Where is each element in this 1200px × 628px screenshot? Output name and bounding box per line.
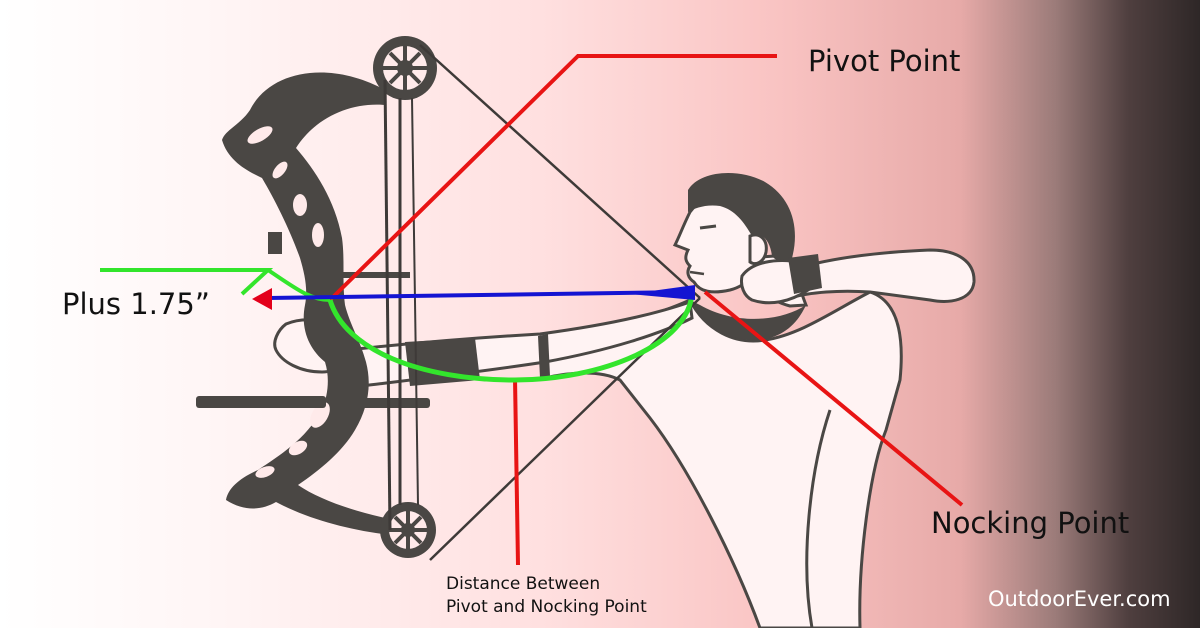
archer-shirt-fold — [805, 409, 832, 628]
distance-label-line1: Distance Between — [446, 574, 601, 594]
bow-stabilizer — [196, 396, 326, 408]
bow-string-upper — [419, 44, 701, 299]
riser-cutout-6 — [288, 440, 308, 456]
distance-leader — [513, 377, 520, 566]
distance-label-line2: Pivot and Nocking Point — [446, 596, 647, 617]
riser-cutout-2 — [272, 161, 288, 179]
riser-cutout-7 — [255, 466, 275, 478]
riser-cutout-3 — [293, 194, 307, 216]
arrow-fletching — [630, 285, 695, 300]
pivot-point-label: Pivot Point — [808, 44, 961, 78]
plus-measure-label: Plus 1.75” — [62, 287, 210, 321]
riser-cutout-1 — [247, 126, 273, 144]
bow-sight — [268, 232, 282, 254]
measure-curve — [327, 291, 695, 383]
bow-riser — [222, 72, 395, 535]
archer-wrist-strap — [788, 254, 822, 294]
archer-hair — [688, 172, 795, 261]
bow-cable-1 — [383, 79, 392, 531]
compound-bow-icon — [196, 36, 701, 561]
archer-ear — [748, 233, 768, 266]
archer-arm-guard — [405, 338, 480, 386]
nocking-point-leader — [703, 290, 964, 507]
nocking-point-label: Nocking Point — [931, 506, 1130, 540]
bow-cable-3 — [411, 97, 419, 506]
arrow-rest — [325, 272, 410, 278]
archer-brow — [699, 224, 717, 230]
arrow-shaft — [267, 290, 691, 300]
distance-label: Distance Between Pivot and Nocking Point — [446, 573, 647, 619]
bow-string-lower — [429, 297, 701, 561]
top-cam-spokes — [383, 46, 427, 90]
bow-quiver-mount — [330, 398, 430, 408]
archer-collar — [690, 300, 806, 340]
archer-draw-arm — [788, 248, 976, 303]
archer-mouth — [689, 270, 705, 276]
plus-measure-bracket — [100, 268, 331, 302]
pivot-point-leader — [328, 54, 777, 302]
arrow-head — [252, 288, 272, 310]
bottom-cam-spokes — [389, 511, 427, 549]
archer-sleeve — [538, 334, 550, 378]
brand-watermark: OutdoorEver.com — [988, 587, 1171, 611]
riser-cutout-4 — [312, 223, 324, 247]
riser-cutout-5 — [310, 402, 330, 428]
